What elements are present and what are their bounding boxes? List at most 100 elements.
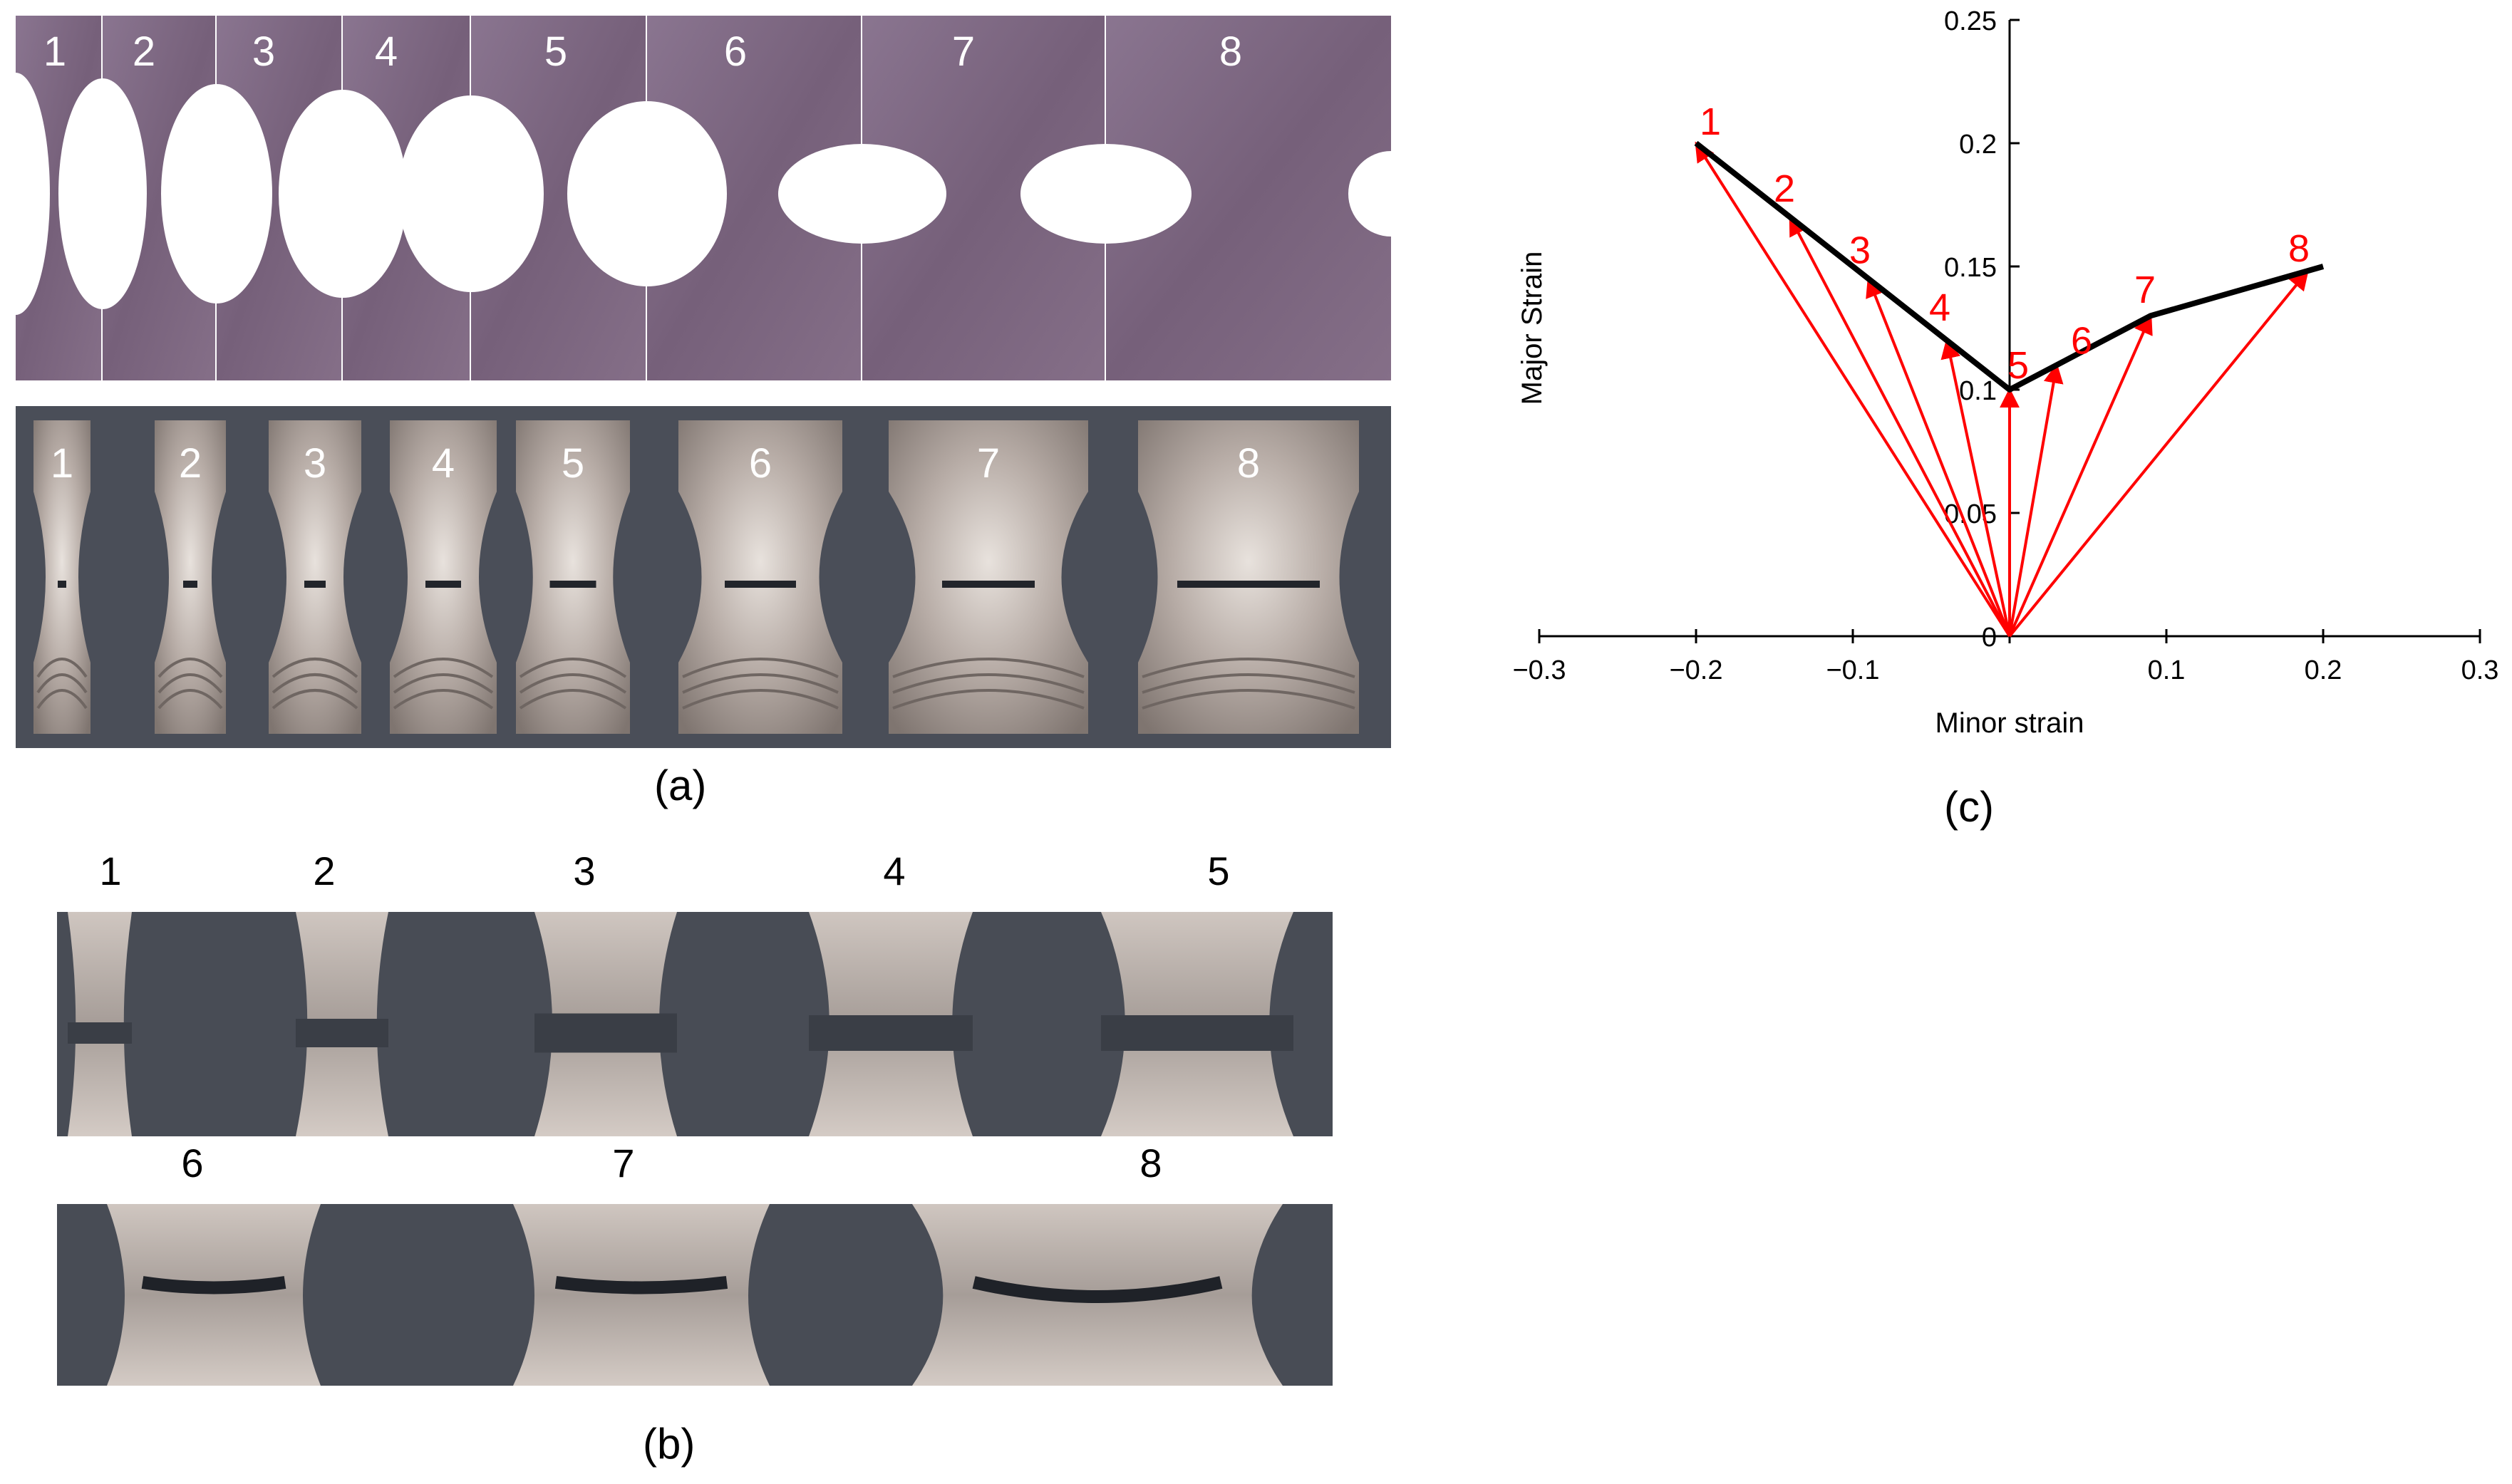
sheet-cutout-right-edge [1348, 151, 1391, 237]
plate-groove [1142, 673, 1355, 694]
strain-vector-2 [1789, 215, 2011, 637]
plate-label-4: 4 [432, 440, 455, 487]
vector-label-1: 1 [1700, 100, 1721, 143]
strain-vector-7 [2008, 313, 2153, 637]
formed-plate-2 [155, 420, 226, 734]
vector-label-4: 4 [1929, 286, 1950, 329]
plate-label-8: 8 [1237, 440, 1260, 487]
plate-groove [393, 689, 494, 710]
plate-groove [272, 658, 358, 678]
sheet-label-7: 7 [952, 28, 975, 75]
sheet-label-5: 5 [544, 28, 567, 75]
plate-groove [393, 658, 494, 678]
formed-plate-3 [269, 420, 361, 734]
sheet-cutout-5 [398, 95, 544, 292]
sheet-label-3: 3 [252, 28, 275, 75]
x-tick-label: 0.1 [2148, 655, 2186, 685]
formed-plate-1 [33, 420, 91, 734]
closeup-fracture-6 [141, 1276, 286, 1294]
formed-plate-8 [1138, 420, 1359, 734]
x-tick-label: 0.2 [2305, 655, 2342, 685]
x-axis-title: Minor strain [1935, 707, 2084, 739]
closeup-label-6: 6 [181, 1141, 203, 1185]
plate-groove [519, 658, 627, 678]
closeup-row-1 [57, 912, 1333, 1136]
plate-groove [892, 658, 1085, 678]
x-tick-label: −0.2 [1669, 655, 1722, 685]
vector-label-6: 6 [2071, 319, 2092, 362]
formed-plate-6 [678, 420, 842, 734]
y-tick-label: 0.2 [1959, 130, 1997, 160]
plate-label-6: 6 [749, 440, 772, 487]
sheet-cutout-8 [1020, 144, 1192, 244]
plate-label-3: 3 [304, 440, 326, 487]
plate-groove [682, 658, 839, 678]
vector-label-3: 3 [1849, 229, 1871, 271]
plate-label-2: 2 [179, 440, 202, 487]
closeup-row-2 [57, 1204, 1333, 1386]
strain-vector-3 [1866, 276, 2011, 637]
y-axis-title: Major Strain [1516, 251, 1548, 405]
formed-plate-5 [516, 420, 630, 734]
x-tick-label: −0.1 [1826, 655, 1879, 685]
plate-groove [1142, 689, 1355, 710]
closeup-specimen-6 [107, 1204, 321, 1386]
strain-vector-8 [2008, 269, 2309, 638]
closeup-specimen-7 [513, 1204, 770, 1386]
closeup-label-8: 8 [1139, 1141, 1162, 1185]
closeup-label-3: 3 [573, 849, 595, 893]
plate-groove [272, 673, 358, 694]
x-tick-label: −0.3 [1512, 655, 1566, 685]
closeup-fracture-5 [1101, 1015, 1293, 1051]
y-tick-label: 0 [1982, 623, 1997, 653]
plate-groove [36, 689, 88, 710]
strain-vector-4 [1940, 338, 2011, 637]
sheet-cutout-6 [567, 101, 727, 286]
vector-label-5: 5 [2007, 344, 2029, 387]
closeup-label-7: 7 [612, 1141, 634, 1185]
plate-label-7: 7 [977, 440, 1000, 487]
formed-plate-7 [889, 420, 1088, 734]
plate-groove [36, 673, 88, 694]
sheet-cutout-4 [279, 90, 407, 298]
plate-groove [892, 689, 1085, 710]
plate-groove [682, 673, 839, 694]
vector-label-7: 7 [2134, 269, 2156, 311]
plate-groove [272, 689, 358, 710]
closeup-fracture-1 [68, 1022, 132, 1044]
x-tick-label: 0.3 [2461, 655, 2499, 685]
caption-b: (b) [643, 1420, 696, 1468]
plate-groove [892, 673, 1085, 694]
strain-vectors [1695, 141, 2309, 638]
sheet-strips [16, 16, 1391, 380]
sheet-label-1: 1 [43, 28, 66, 75]
sheet-cutout-3 [161, 84, 272, 303]
closeup-fracture-8 [972, 1276, 1223, 1303]
plate-label-1: 1 [51, 440, 73, 487]
plate-groove [519, 673, 627, 694]
forming-limit-curve [1694, 140, 2325, 393]
vector-label-2: 2 [1774, 167, 1795, 210]
plate-groove [682, 689, 839, 710]
strain-vector-1 [1695, 141, 2011, 638]
plate-groove [157, 658, 223, 678]
formed-plates [33, 420, 1359, 734]
plate-groove [1142, 658, 1355, 678]
y-tick-label: 0.15 [1944, 253, 1997, 283]
plate-groove [519, 689, 627, 710]
plate-groove [393, 673, 494, 694]
formed-plate-4 [390, 420, 497, 734]
sheet-label-4: 4 [375, 28, 398, 75]
closeup-label-4: 4 [883, 849, 905, 893]
closeup-fracture-3 [534, 1013, 677, 1053]
caption-c: (c) [1944, 783, 1994, 831]
plate-groove [36, 658, 88, 678]
closeup-fracture-7 [554, 1276, 728, 1294]
closeup-fracture-2 [296, 1019, 388, 1047]
